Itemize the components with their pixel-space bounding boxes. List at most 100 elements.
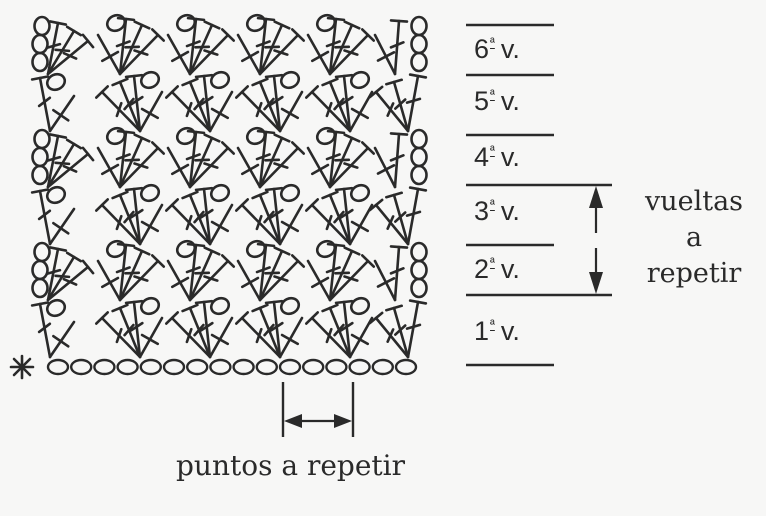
single-crochet-icon: [278, 203, 304, 246]
double-crochet-icon: [258, 28, 306, 76]
chain-stitch-icon: [33, 128, 51, 150]
single-crochet-icon: [138, 316, 164, 359]
single-crochet-icon: [166, 259, 192, 302]
chain-stitch-icon: [31, 146, 49, 168]
double-crochet-icon: [111, 77, 142, 133]
single-crochet-icon: [48, 320, 76, 359]
double-crochet-icon: [328, 28, 376, 76]
chain-stitch-icon: [139, 296, 161, 316]
double-crochet-icon: [321, 303, 352, 359]
double-crochet-icon: [45, 246, 68, 302]
single-crochet-icon: [278, 90, 304, 133]
chain-stitch-icon: [302, 358, 325, 376]
repeat-rows-label: vueltas a repetir: [644, 186, 744, 289]
chain-stitch-icon: [46, 358, 70, 376]
double-crochet-icon: [46, 33, 95, 76]
chain-stitch-icon: [31, 33, 49, 55]
double-crochet-icon: [234, 85, 282, 133]
double-crochet-icon: [111, 190, 142, 246]
double-crochet-icon: [368, 85, 410, 133]
double-crochet-icon: [405, 299, 428, 359]
single-crochet-icon: [278, 316, 304, 359]
chain-stitch-icon: [371, 358, 394, 376]
double-crochet-icon: [118, 254, 166, 302]
single-crochet-icon: [348, 90, 374, 133]
double-crochet-icon: [115, 129, 136, 189]
chain-stitch-icon: [31, 277, 49, 299]
double-crochet-icon: [321, 190, 352, 246]
chain-stitch-icon: [279, 296, 301, 316]
double-crochet-icon: [321, 77, 352, 133]
single-crochet-icon: [236, 146, 262, 189]
double-crochet-icon: [118, 133, 151, 189]
chain-stitch-icon: [410, 241, 428, 263]
repeat-rows-arrow-icon: [589, 186, 603, 294]
double-crochet-icon: [334, 299, 354, 359]
double-crochet-icon: [325, 129, 346, 189]
double-crochet-icon: [325, 242, 346, 302]
single-crochet-icon: [373, 146, 397, 189]
double-crochet-icon: [194, 186, 214, 246]
double-crochet-icon: [304, 85, 352, 133]
double-crochet-icon: [45, 20, 68, 76]
double-crochet-icon: [118, 141, 166, 189]
double-crochet-icon: [188, 20, 221, 76]
double-crochet-icon: [264, 186, 284, 246]
double-crochet-icon: [46, 259, 95, 302]
double-crochet-icon: [45, 133, 68, 189]
chain-stitch-icon: [45, 185, 67, 205]
double-crochet-icon: [181, 77, 212, 133]
double-crochet-icon: [385, 304, 410, 359]
row-number: 3: [474, 196, 490, 226]
chain-stitch-icon: [279, 70, 301, 90]
double-crochet-icon: [30, 75, 52, 133]
single-crochet-icon: [306, 33, 332, 76]
double-crochet-icon: [389, 245, 409, 302]
chain-stitch-icon: [410, 51, 428, 73]
double-crochet-icon: [389, 132, 409, 189]
double-crochet-icon: [111, 303, 142, 359]
double-crochet-icon: [325, 16, 346, 76]
chain-stitch-icon: [349, 70, 371, 90]
double-crochet-icon: [251, 77, 282, 133]
chain-stitch-icon: [139, 358, 163, 376]
chain-stitch-icon: [209, 296, 231, 316]
double-crochet-icon: [304, 198, 352, 246]
double-crochet-icon: [255, 129, 276, 189]
single-crochet-icon: [208, 316, 234, 359]
double-crochet-icon: [328, 254, 376, 302]
double-crochet-icon: [258, 20, 291, 76]
double-crochet-icon: [46, 138, 83, 189]
chain-stitch-icon: [209, 358, 232, 376]
double-crochet-icon: [304, 311, 352, 359]
double-crochet-icon: [405, 73, 428, 133]
chain-stitch-icon: [209, 70, 231, 90]
chain-stitch-icon: [116, 358, 139, 376]
single-crochet-icon: [236, 259, 262, 302]
double-crochet-icon: [255, 16, 276, 76]
foundation-chain: [46, 358, 418, 376]
double-crochet-icon: [328, 133, 361, 189]
double-crochet-icon: [124, 299, 144, 359]
row-number: 6: [474, 34, 490, 64]
double-crochet-icon: [185, 129, 206, 189]
double-crochet-icon: [164, 85, 212, 133]
double-crochet-icon: [181, 303, 212, 359]
chain-stitch-icon: [45, 298, 67, 318]
double-crochet-icon: [334, 73, 354, 133]
double-crochet-icon: [251, 303, 282, 359]
single-crochet-icon: [208, 203, 234, 246]
double-crochet-icon: [185, 242, 206, 302]
double-crochet-icon: [258, 254, 306, 302]
single-crochet-icon: [208, 90, 234, 133]
chain-stitch-icon: [33, 15, 51, 37]
chain-stitch-icon: [349, 183, 371, 203]
double-crochet-icon: [115, 16, 136, 76]
double-crochet-icon: [185, 16, 206, 76]
chain-stitch-icon: [69, 358, 93, 376]
double-crochet-icon: [94, 311, 142, 359]
